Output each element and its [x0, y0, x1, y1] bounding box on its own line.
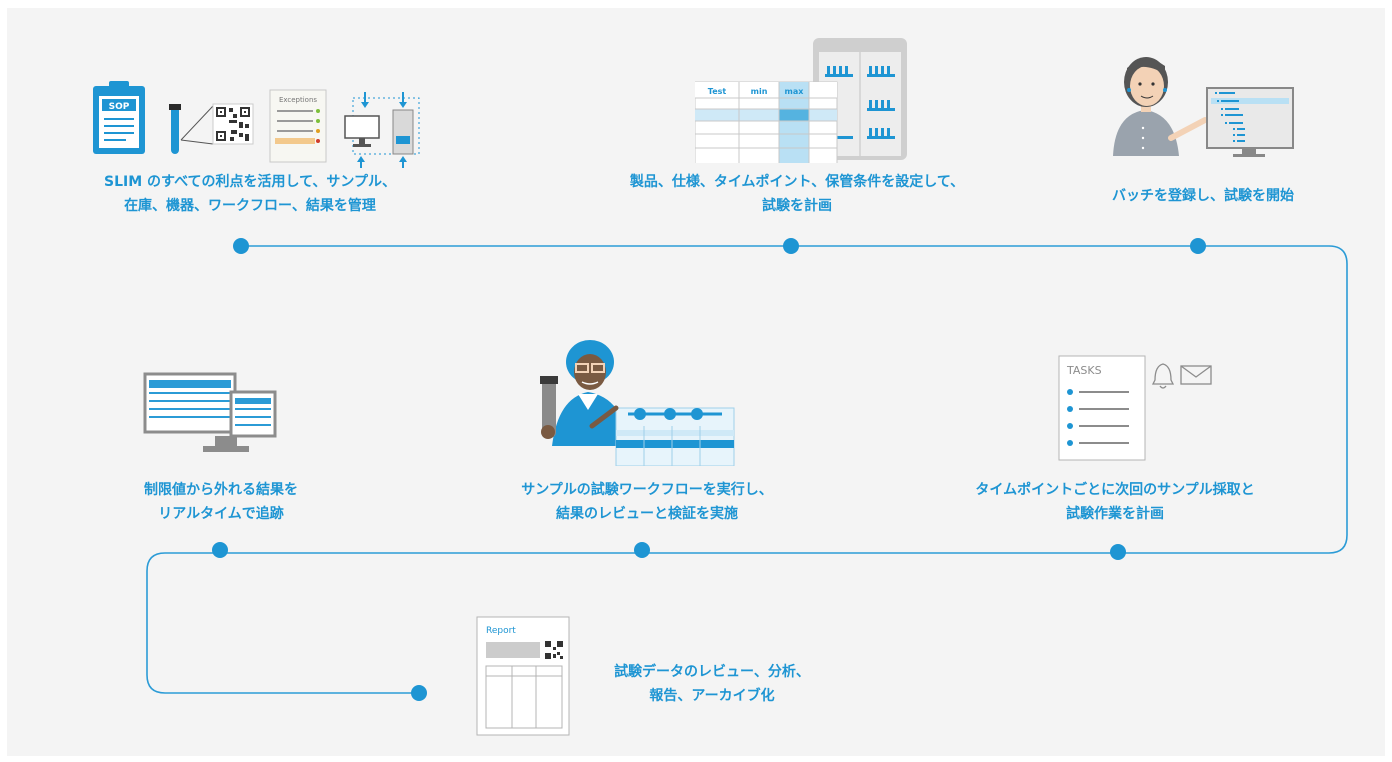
step-plan-caption: 製品、仕様、タイムポイント、保管条件を設定して、 試験を計画	[607, 170, 987, 218]
table-header-min: min	[751, 87, 768, 96]
spec-table-icon: Test min max	[695, 81, 838, 163]
step-track-caption: 制限値から外れる結果を リアルタイムで追跡	[111, 478, 331, 526]
node-manage	[233, 238, 249, 254]
caption-line: 結果のレビューと検証を実施	[556, 506, 738, 522]
caption-line: 製品、仕様、タイムポイント、保管条件を設定して、	[629, 174, 965, 190]
caption-line: 在庫、機器、ワークフロー、結果を管理	[124, 198, 376, 214]
batch-illustration	[1113, 57, 1294, 157]
caption-line: サンプルの試験ワークフローを実行し、	[521, 482, 773, 498]
caption-line: 制限値から外れる結果を	[144, 482, 298, 498]
manage-illustration: SOP Exceptions	[93, 81, 420, 168]
tasks-list-icon: TASKS	[1058, 355, 1146, 461]
tasks-label: TASKS	[1066, 364, 1102, 377]
exceptions-label: Exceptions	[279, 96, 317, 104]
lab-scientist-icon	[540, 340, 628, 446]
track-illustration	[143, 372, 277, 452]
report-label: Report	[486, 626, 516, 636]
table-header-test: Test	[708, 87, 727, 96]
node-execute	[634, 542, 650, 558]
step-manage-caption: SLIM のすべての利点を活用して、サンプル、 在庫、機器、ワークフロー、結果を…	[85, 170, 415, 218]
flow-path	[146, 238, 1348, 701]
instrument-workflow-icon	[344, 92, 420, 168]
workflow-chart-icon	[589, 405, 735, 466]
caption-line: バッチを登録し、試験を開始	[1112, 188, 1294, 204]
caption-line: 試験を計画	[762, 198, 832, 214]
sop-clipboard-icon: SOP	[93, 81, 145, 154]
step-tasks-caption: タイムポイントごとに次回のサンプル採取と 試験作業を計画	[955, 478, 1275, 526]
report-document-icon: Report	[476, 616, 570, 736]
sop-label: SOP	[109, 102, 130, 112]
caption-line: 試験作業を計画	[1066, 506, 1164, 522]
exceptions-list-icon: Exceptions	[269, 89, 327, 163]
step-report-caption: 試験データのレビュー、分析、 報告、アーカイブ化	[597, 660, 827, 708]
bell-icon	[1151, 363, 1175, 389]
plan-illustration: Test min max	[695, 38, 907, 163]
step-execute-caption: サンプルの試験ワークフローを実行し、 結果のレビューと検証を実施	[497, 478, 797, 526]
node-batch	[1190, 238, 1206, 254]
node-plan	[783, 238, 799, 254]
caption-line: 報告、アーカイブ化	[649, 688, 775, 704]
scientist-woman-icon	[1113, 57, 1208, 156]
tasks-illustration: TASKS	[1058, 355, 1212, 461]
dual-monitor-icon	[143, 372, 277, 452]
node-track	[212, 542, 228, 558]
execute-illustration	[540, 340, 735, 466]
mail-icon	[1180, 365, 1212, 385]
caption-line: リアルタイムで追跡	[158, 506, 284, 522]
table-header-max: max	[785, 87, 805, 96]
flow-line	[146, 245, 1348, 694]
caption-line: SLIM のすべての利点を活用して、サンプル、	[104, 174, 396, 190]
sample-tube-qr-icon	[169, 103, 254, 154]
caption-line: 試験データのレビュー、分析、	[614, 664, 810, 680]
step-batch-caption: バッチを登録し、試験を開始	[1093, 184, 1313, 208]
diagram-canvas: SOP Exceptions	[7, 8, 1385, 756]
report-illustration: Report	[476, 616, 570, 736]
caption-line: タイムポイントごとに次回のサンプル採取と	[975, 482, 1255, 498]
node-report	[411, 685, 427, 701]
monitor-tree-icon	[1206, 87, 1294, 157]
node-tasks	[1110, 544, 1126, 560]
